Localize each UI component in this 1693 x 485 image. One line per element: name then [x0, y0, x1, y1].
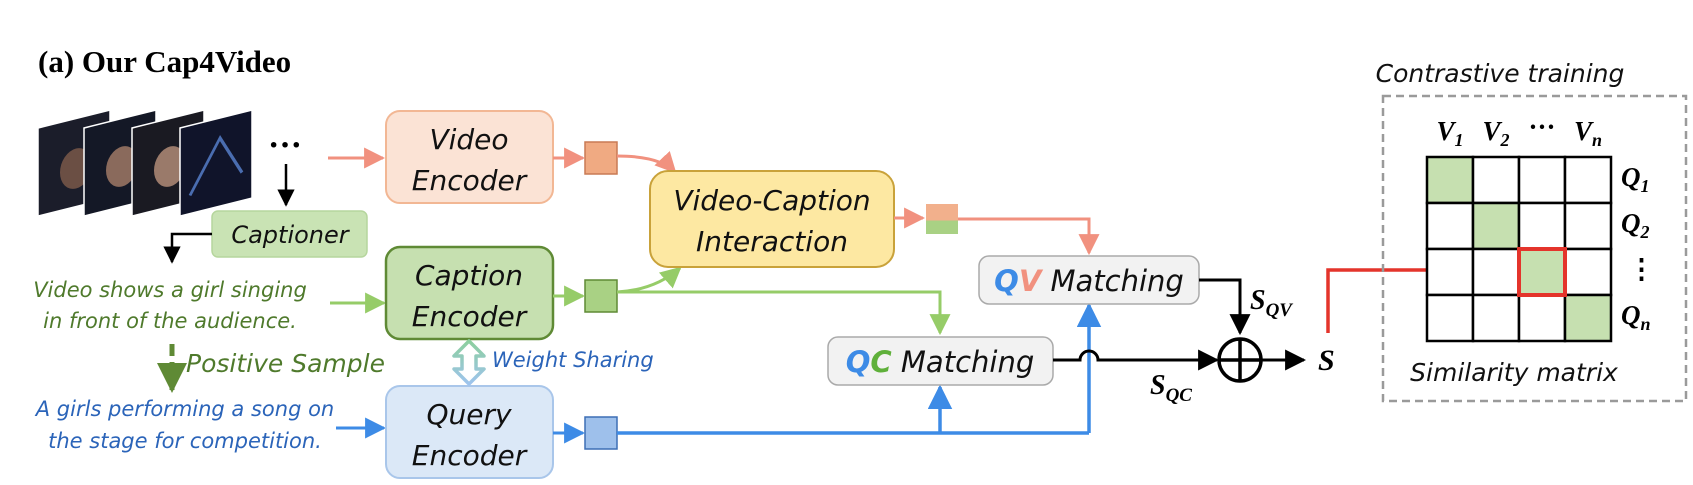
matrix-column-4: Vn — [1574, 116, 1602, 150]
video-encoder-line2: Encoder — [412, 164, 528, 197]
query-encoder-line2: Encoder — [412, 439, 528, 472]
matrix-column-1: V1 — [1436, 116, 1463, 150]
matrix-cell — [1471, 293, 1521, 343]
caption-feature-to-qc-arrow — [617, 290, 951, 336]
captioner-label: Captioner — [231, 221, 350, 249]
matrix-cell — [1563, 247, 1613, 297]
matrix-cell — [1471, 247, 1521, 297]
fused-feature-square — [926, 204, 958, 234]
matrix-cell-positive — [1425, 155, 1475, 205]
score-qv-sub: QV — [1266, 300, 1294, 321]
query-text-line1: A girls performing a song on — [34, 397, 334, 421]
matrix-caption: Similarity matrix — [1410, 358, 1618, 387]
video-feature-square — [584, 141, 618, 175]
final-score-label: S — [1318, 344, 1335, 377]
matrix-cell — [1425, 201, 1475, 251]
positive-sample-label: Positive Sample — [186, 349, 385, 378]
qc-q-letter: Q — [846, 345, 871, 379]
matrix-cell — [1517, 293, 1567, 343]
contrastive-title: Contrastive training — [1376, 59, 1625, 88]
qv-q-letter: Q — [994, 264, 1019, 298]
matrix-cell — [1563, 201, 1613, 251]
caption-encoder-box — [384, 245, 555, 341]
matrix-row-3: ⋮ — [1628, 254, 1655, 284]
query-text-line2: the stage for competition. — [48, 429, 322, 453]
matrix-cell — [1425, 293, 1475, 343]
qv-to-plus-arrow — [1199, 278, 1251, 336]
score-qc-sub: QC — [1166, 385, 1193, 406]
caption-feature-square — [584, 279, 618, 313]
captioner-to-caption-arrow — [163, 232, 212, 264]
caption-encoder-line1: Caption — [415, 259, 523, 292]
weight-sharing-label: Weight Sharing — [492, 348, 654, 372]
caption-text-line1: Video shows a girl singing — [33, 278, 307, 302]
interaction-line1: Video-Caption — [673, 184, 870, 217]
matrix-cell — [1517, 155, 1567, 205]
score-qc-label: SQC — [1150, 370, 1192, 406]
matrix-highlight-cell — [1517, 247, 1567, 297]
caption-feature-to-interaction-arrow — [616, 266, 682, 294]
matrix-cell — [1471, 155, 1521, 205]
matrix-row-4: Qn — [1621, 300, 1651, 334]
figure-title: (a) Our Cap4Video — [38, 44, 291, 79]
frames-ellipsis: ··· — [268, 127, 302, 164]
caption-text-line2: in front of the audience. — [43, 309, 297, 333]
score-qv-label: SQV — [1250, 285, 1293, 321]
interaction-line2: Interaction — [696, 225, 848, 258]
qv-matching-word: Matching — [1041, 264, 1184, 298]
sum-operator-icon — [1217, 337, 1263, 383]
video-frame-4 — [179, 109, 253, 217]
qc-matching-label: QC Matching — [846, 345, 1035, 379]
matrix-cell — [1563, 155, 1613, 205]
query-encoder-line1: Query — [426, 398, 512, 431]
matrix-cell — [1517, 201, 1567, 251]
matrix-cell-positive — [1517, 247, 1567, 297]
matrix-cell-positive — [1563, 293, 1613, 343]
video-feature-to-interaction-arrow — [616, 151, 677, 174]
qv-v-letter: V — [1019, 264, 1044, 298]
video-encoder-line1: Video — [429, 123, 508, 156]
qc-c-letter: C — [870, 345, 891, 379]
matrix-column-3: ··· — [1528, 112, 1555, 142]
video-frames: ··· — [37, 109, 302, 217]
matrix-column-2: V2 — [1482, 116, 1509, 150]
matrix-cell — [1425, 247, 1475, 297]
score-qv-main: S — [1250, 285, 1266, 316]
matrix-cell-positive — [1471, 201, 1521, 251]
qv-matching-label: QV Matching — [994, 264, 1184, 298]
score-qc-main: S — [1150, 370, 1166, 401]
caption-encoder-line2: Encoder — [412, 300, 528, 333]
query-feature-square — [584, 416, 618, 450]
fused-feature-to-qv-arrow — [958, 217, 1100, 256]
qc-matching-word: Matching — [892, 345, 1035, 379]
weight-sharing-arrow — [452, 339, 486, 386]
contrastive-panel — [1381, 94, 1688, 403]
matrix-row-1: Q1 — [1621, 162, 1650, 196]
matrix-row-2: Q2 — [1621, 208, 1650, 242]
qc-to-plus-arrow — [1053, 349, 1220, 371]
